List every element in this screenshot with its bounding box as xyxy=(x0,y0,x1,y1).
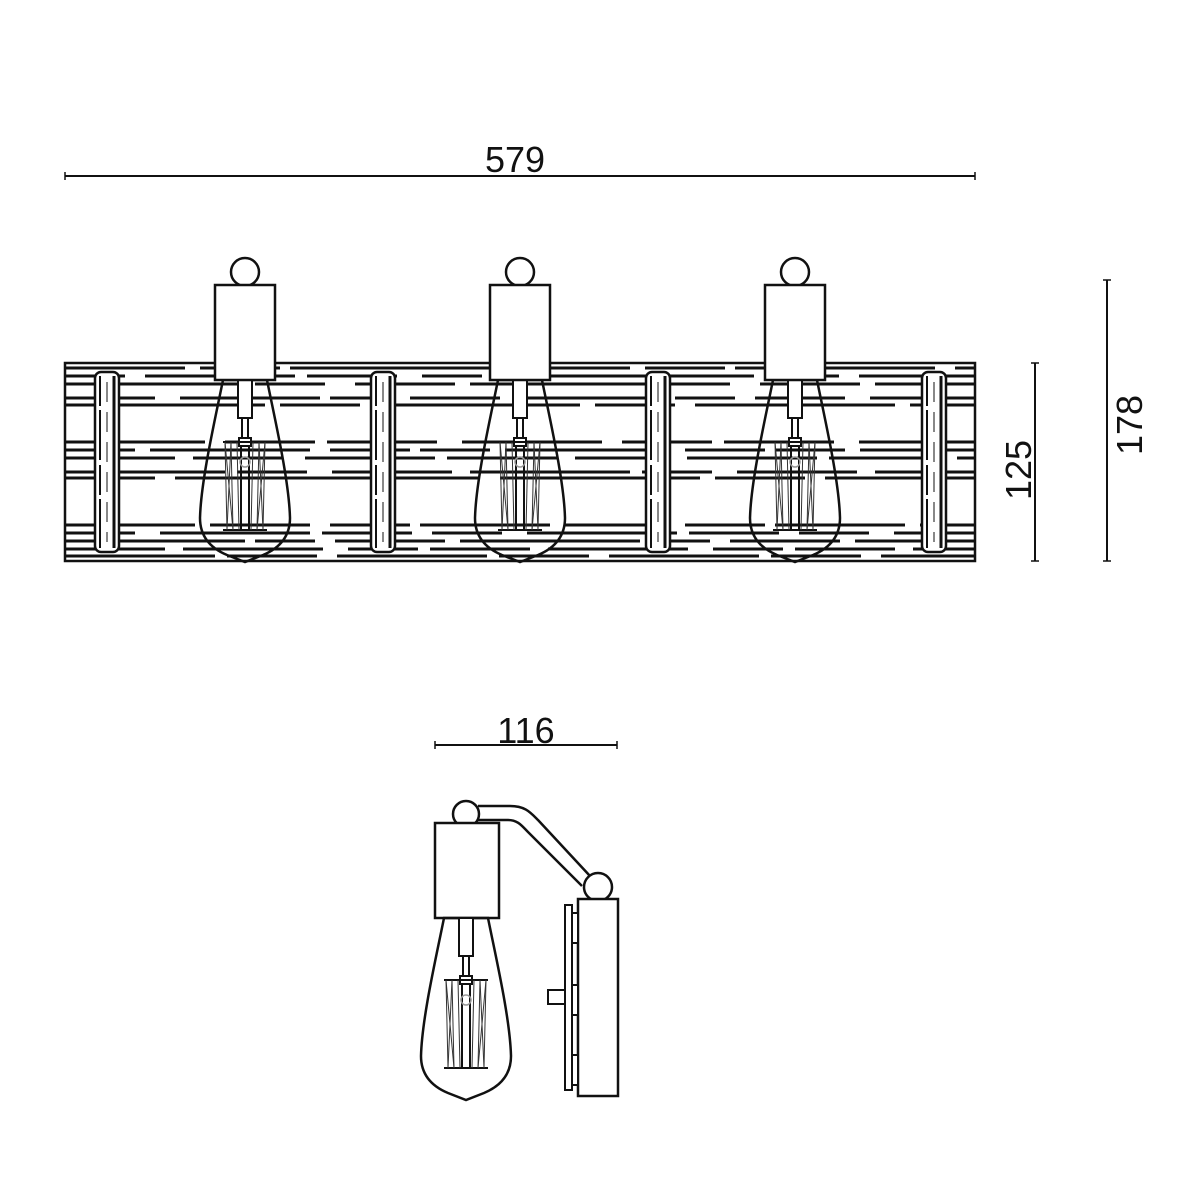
width-dimension xyxy=(64,172,976,180)
overall-height-label: 178 xyxy=(1109,395,1150,455)
depth-label: 116 xyxy=(497,710,554,751)
post-1 xyxy=(93,370,121,554)
post-4 xyxy=(920,370,948,554)
post-2 xyxy=(369,370,397,554)
backplate-height-label: 125 xyxy=(998,440,1039,500)
post-3 xyxy=(644,370,672,554)
backplate-height-dimension xyxy=(1031,362,1039,562)
side-view xyxy=(419,741,620,1102)
depth-dimension xyxy=(434,741,618,749)
width-label: 579 xyxy=(485,139,545,180)
front-view xyxy=(63,172,1111,564)
overall-height-dimension xyxy=(1103,279,1111,562)
